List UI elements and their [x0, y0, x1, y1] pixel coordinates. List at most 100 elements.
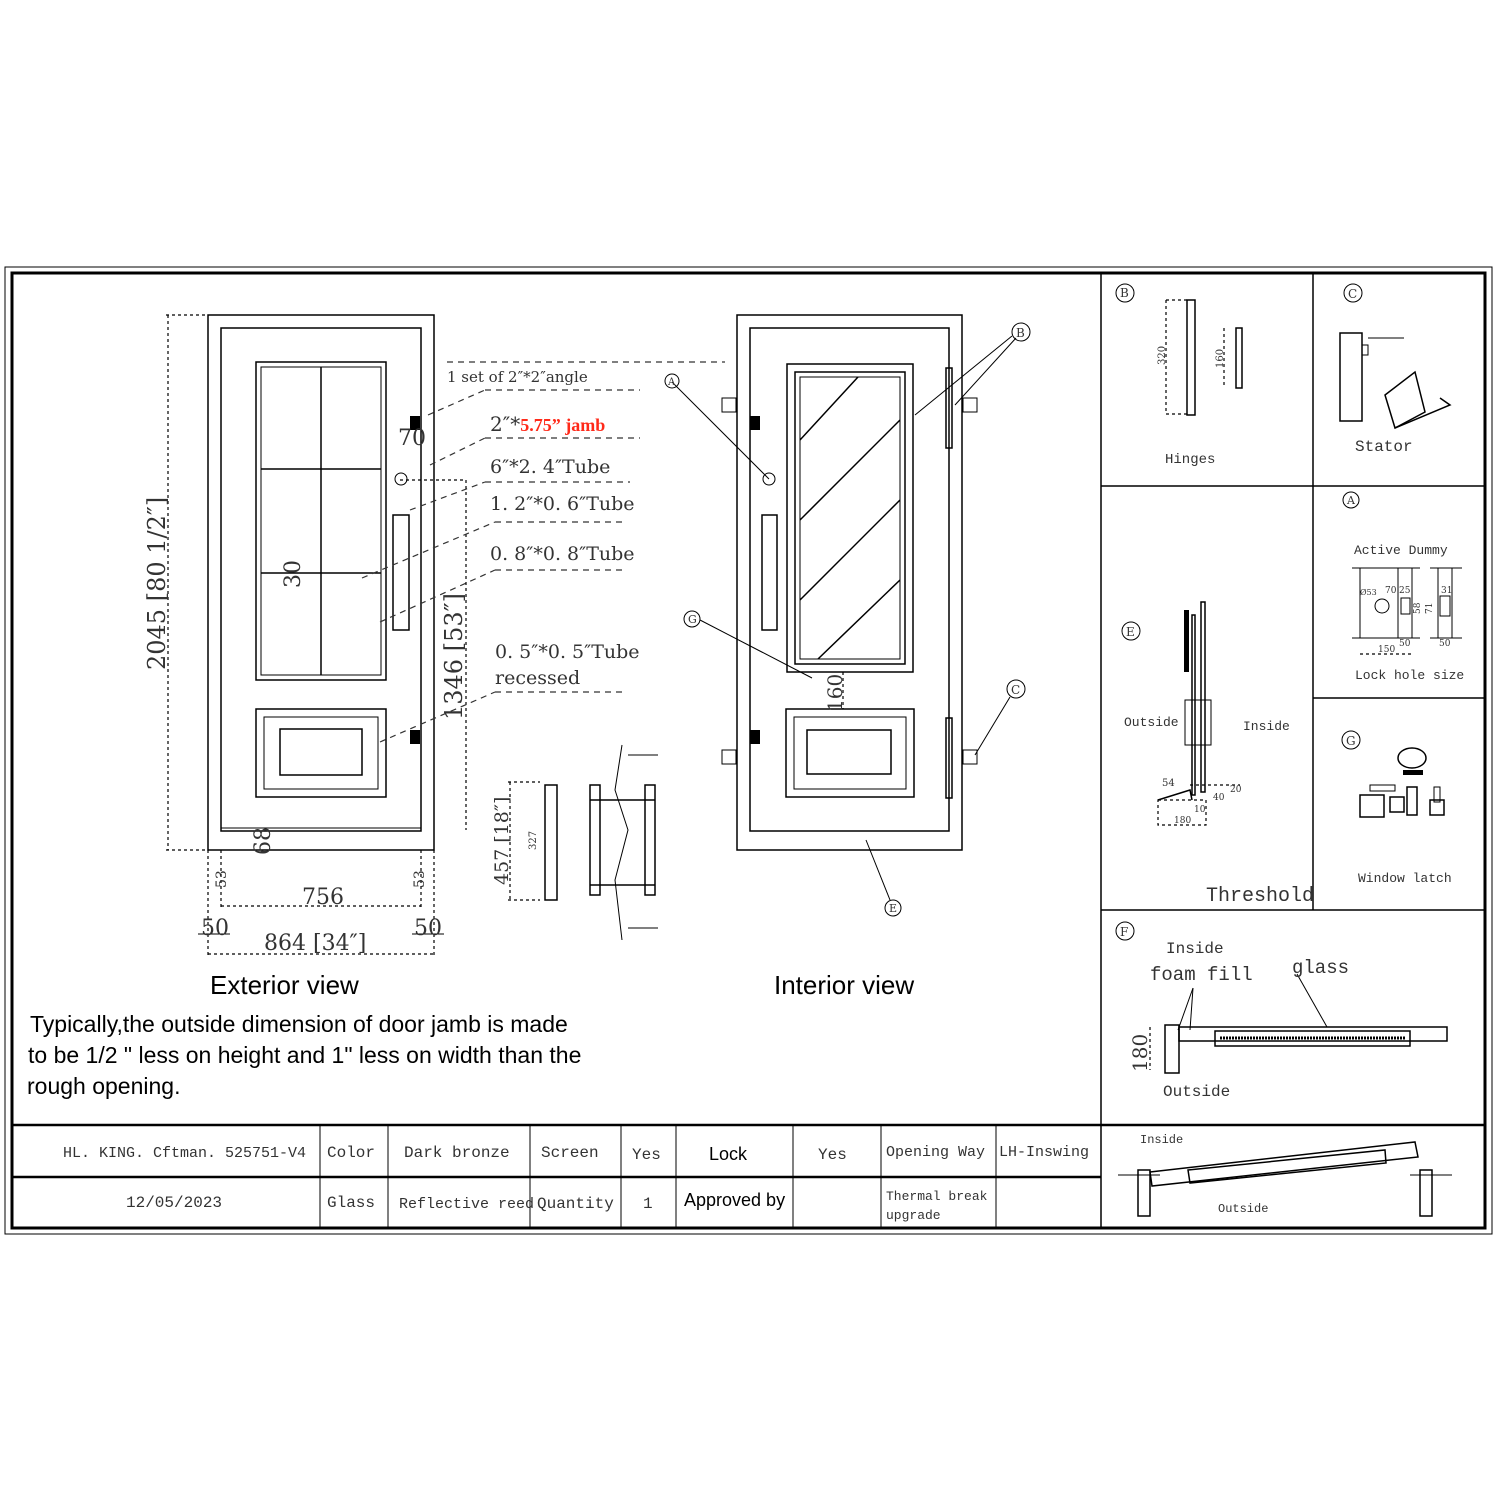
threshold-dim-40: 40 [1213, 793, 1225, 803]
drawing-date: 12/05/2023 [126, 1194, 222, 1212]
note-line-1: Typically,the outside dimension of door … [30, 1011, 568, 1037]
opening-way-label: Opening Way [886, 1144, 985, 1161]
lock-value: Yes [818, 1146, 847, 1164]
exterior-door [166, 314, 467, 955]
model-number: HL. KING. Cftman. 525751-V4 [63, 1145, 306, 1162]
hinges-dim-320: 320 [1157, 346, 1168, 365]
lock-dim-31: 31 [1441, 586, 1452, 596]
hinges-detail [1115, 283, 1243, 416]
dim-outer-width: 864 [34″] [264, 931, 366, 956]
callout-angle: 1 set of 2″*2″angle [447, 368, 588, 386]
glass-outside: Outside [1163, 1083, 1230, 1101]
stator-label: Stator [1355, 438, 1413, 456]
color-label: Color [327, 1144, 375, 1162]
threshold-outside: Outside [1124, 715, 1179, 730]
dim-glass-height: 1346 [53″] [440, 593, 468, 720]
latch-marker: G [1346, 734, 1356, 748]
threshold-inside: Inside [1243, 719, 1290, 734]
dim-30: 30 [281, 560, 306, 588]
lock-hole-size-label: Lock hole size [1355, 668, 1464, 683]
color-value: Dark bronze [404, 1144, 510, 1162]
dim-70: 70 [398, 426, 426, 451]
marker-g: G [688, 613, 697, 626]
glass-section-detail [1115, 921, 1448, 1074]
interior-markers: A B C E G [664, 322, 1031, 917]
quantity-value: 1 [643, 1195, 653, 1213]
callout-leaders [361, 361, 725, 743]
glass-marker: F [1120, 925, 1128, 939]
glass-type-label: Glass [327, 1194, 375, 1212]
lock-dim-71: 71 [1425, 603, 1435, 614]
handle-dim-outer: 457 [18″] [491, 797, 513, 885]
handle-dim-inner: 327 [528, 831, 539, 850]
exterior-view-title: Exterior view [210, 970, 359, 1000]
dim-side-left: 50 [201, 916, 229, 941]
callout-tube-0.8x0.8: 0. 8″*0. 8″Tube [490, 543, 635, 565]
marker-b: B [1016, 326, 1025, 340]
dim-inner-width: 756 [302, 885, 344, 910]
screen-value: Yes [632, 1146, 661, 1164]
lock-active-dummy: Active Dummy [1354, 543, 1448, 558]
quantity-label: Quantity [537, 1195, 614, 1213]
lock-dim-53: Ø53 [1360, 588, 1377, 597]
threshold-dim-180: 180 [1174, 816, 1191, 826]
glass-label: glass [1292, 957, 1349, 979]
lock-dim-70: 70 [1385, 586, 1397, 596]
lock-dim-58: 58 [1413, 602, 1423, 614]
dim-overall-height: 2045 [80 1/2″] [143, 497, 171, 670]
threshold-detail [1121, 601, 1240, 826]
lock-marker: A [1346, 494, 1356, 507]
lock-dim-50b: 50 [1439, 639, 1451, 649]
window-latch-detail [1341, 730, 1445, 818]
marker-e: E [889, 902, 897, 915]
plan-outside: Outside [1218, 1202, 1268, 1216]
threshold-dim-20: 20 [1230, 785, 1242, 795]
thermal-break-line1: Thermal break [886, 1189, 988, 1204]
screen-label: Screen [541, 1144, 599, 1162]
glass-foam-fill: foam fill [1150, 964, 1253, 986]
approved-by-label: Approved by [684, 1190, 785, 1210]
marker-c: C [1011, 683, 1020, 697]
inner-border [10, 271, 1487, 1230]
note-line-2: to be 1/2 " less on height and 1" less o… [28, 1042, 581, 1068]
stator-detail [1339, 283, 1452, 430]
callout-jamb: 2″*5.75” jamb [490, 412, 605, 436]
dim-160: 160 [823, 674, 847, 712]
interior-door [671, 314, 1017, 901]
dim-bottom-rail: 68 [251, 827, 276, 855]
threshold-label: Threshold [1206, 885, 1314, 908]
threshold-dim-10: 10 [1194, 805, 1206, 815]
callout-tube-6x2.4: 6″*2. 4″Tube [490, 456, 610, 478]
thermal-break-line2: upgrade [886, 1208, 941, 1223]
stator-marker: C [1348, 287, 1357, 301]
dim-small-right: 53 [412, 870, 428, 888]
glass-type-value: Reflective reed [399, 1196, 534, 1213]
interior-view-title: Interior view [774, 970, 914, 1000]
hinges-marker: B [1120, 286, 1129, 300]
dim-small-left: 53 [214, 870, 230, 888]
lock-dim-25: 25 [1399, 586, 1411, 596]
threshold-marker: E [1126, 625, 1135, 639]
callout-tube-1.2x0.6: 1. 2″*0. 6″Tube [490, 493, 635, 515]
hinges-label: Hinges [1165, 452, 1215, 468]
hinges-dim-160: 160 [1215, 349, 1226, 368]
glass-dim-180: 180 [1128, 1034, 1152, 1072]
callout-recessed: recessed [495, 667, 580, 689]
lock-dim-150: 150 [1378, 645, 1395, 655]
glass-inside: Inside [1166, 940, 1224, 958]
callout-tube-0.5x0.5: 0. 5″*0. 5″Tube [495, 641, 640, 663]
opening-way-value: LH-Inswing [999, 1144, 1089, 1161]
dim-side-right: 50 [414, 916, 442, 941]
lock-label: Lock [709, 1144, 748, 1164]
outer-border [4, 266, 1493, 1235]
lock-hole-detail [1342, 491, 1462, 655]
plan-inside: Inside [1140, 1133, 1183, 1147]
window-latch-label: Window latch [1358, 871, 1452, 886]
note-line-3: rough opening. [27, 1073, 180, 1099]
spec-table: HL. KING. Cftman. 525751-V4 12/05/2023 C… [63, 1144, 1089, 1223]
marker-a: A [667, 377, 676, 388]
handle-detail [508, 744, 658, 941]
lock-dim-50a: 50 [1399, 639, 1411, 649]
plan-section-detail [1118, 1141, 1452, 1217]
